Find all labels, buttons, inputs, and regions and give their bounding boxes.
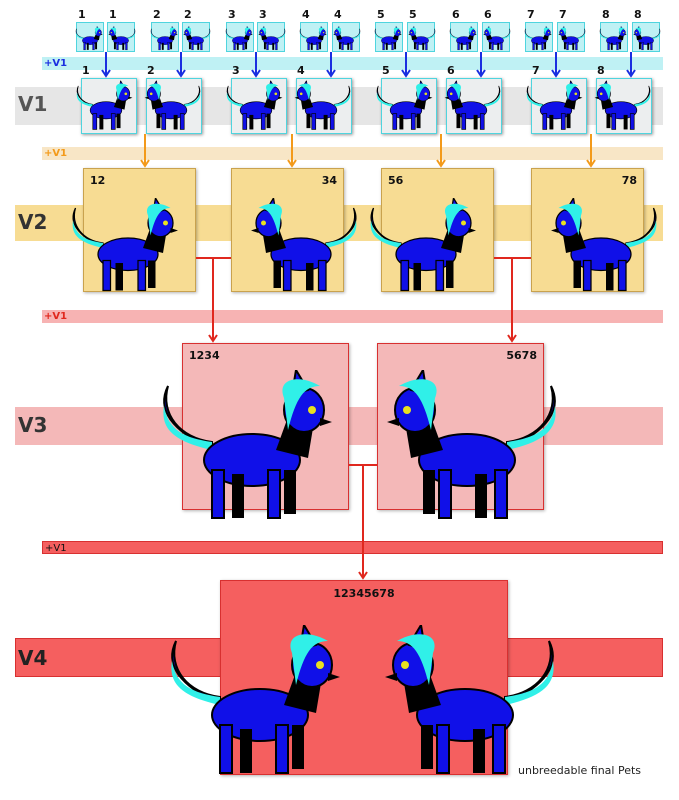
arrow-head-icon — [140, 159, 150, 168]
v1-box-label: 6 — [447, 64, 455, 77]
v2-tier-label: V2 — [18, 210, 48, 234]
plus-v1-bar-pink: +V1 — [42, 310, 663, 323]
plus-v1-bar-orange: +V1 — [42, 147, 663, 160]
v1-box-label: 1 — [82, 64, 90, 77]
v4-box: 12345678 — [220, 580, 508, 775]
footer-note: unbreedable final Pets — [518, 764, 642, 777]
arrow-head-icon — [287, 159, 297, 168]
tiny-label: 6 — [452, 8, 460, 21]
v1-box-label: 4 — [297, 64, 305, 77]
v2-box-label: 34 — [321, 174, 337, 187]
arrow-head-icon — [476, 69, 486, 78]
v1-box-label: 7 — [532, 64, 540, 77]
arrow-head-icon — [251, 69, 261, 78]
tiny-label: 7 — [527, 8, 535, 21]
arrow-head-icon — [358, 571, 368, 580]
arrow-head-icon — [401, 69, 411, 78]
arrow-head-icon — [507, 334, 517, 343]
tiny-label: 2 — [153, 8, 161, 21]
v1-box-label: 5 — [382, 64, 390, 77]
tiny-label: 2 — [184, 8, 192, 21]
tiny-label: 7 — [559, 8, 567, 21]
arrow-head-icon — [586, 159, 596, 168]
v3-tier-label: V3 — [18, 413, 48, 437]
arrow-head-icon — [551, 69, 561, 78]
v1-box-label: 3 — [232, 64, 240, 77]
v1-box-label: 8 — [597, 64, 605, 77]
v4-box-label: 12345678 — [333, 587, 395, 600]
tiny-label: 3 — [228, 8, 236, 21]
tiny-label: 8 — [602, 8, 610, 21]
tiny-label: 1 — [78, 8, 86, 21]
arrow-head-icon — [326, 69, 336, 78]
tiny-label: 4 — [302, 8, 310, 21]
v2-box-label: 12 — [90, 174, 106, 187]
arrow-head-icon — [626, 69, 636, 78]
tiny-label: 6 — [484, 8, 492, 21]
v2-box-label: 78 — [621, 174, 637, 187]
v3-box-label: 1234 — [189, 349, 220, 362]
tiny-label: 5 — [409, 8, 417, 21]
v4-tier-label: V4 — [18, 646, 48, 670]
tiny-label: 1 — [109, 8, 117, 21]
tiny-label: 4 — [334, 8, 342, 21]
plus-v1-bar-cyan: +V1 — [42, 57, 663, 70]
v2-box-label: 56 — [388, 174, 404, 187]
arrow-head-icon — [208, 334, 218, 343]
v1-box-label: 2 — [147, 64, 155, 77]
tiny-label: 5 — [377, 8, 385, 21]
v3-box-label: 5678 — [506, 349, 537, 362]
tiny-label: 8 — [634, 8, 642, 21]
v1-tier-label: V1 — [18, 92, 48, 116]
tiny-label: 3 — [259, 8, 267, 21]
plus-v1-bar-red: +V1 — [42, 541, 663, 554]
arrow-head-icon — [176, 69, 186, 78]
arrow-head-icon — [436, 159, 446, 168]
arrow-head-icon — [101, 69, 111, 78]
